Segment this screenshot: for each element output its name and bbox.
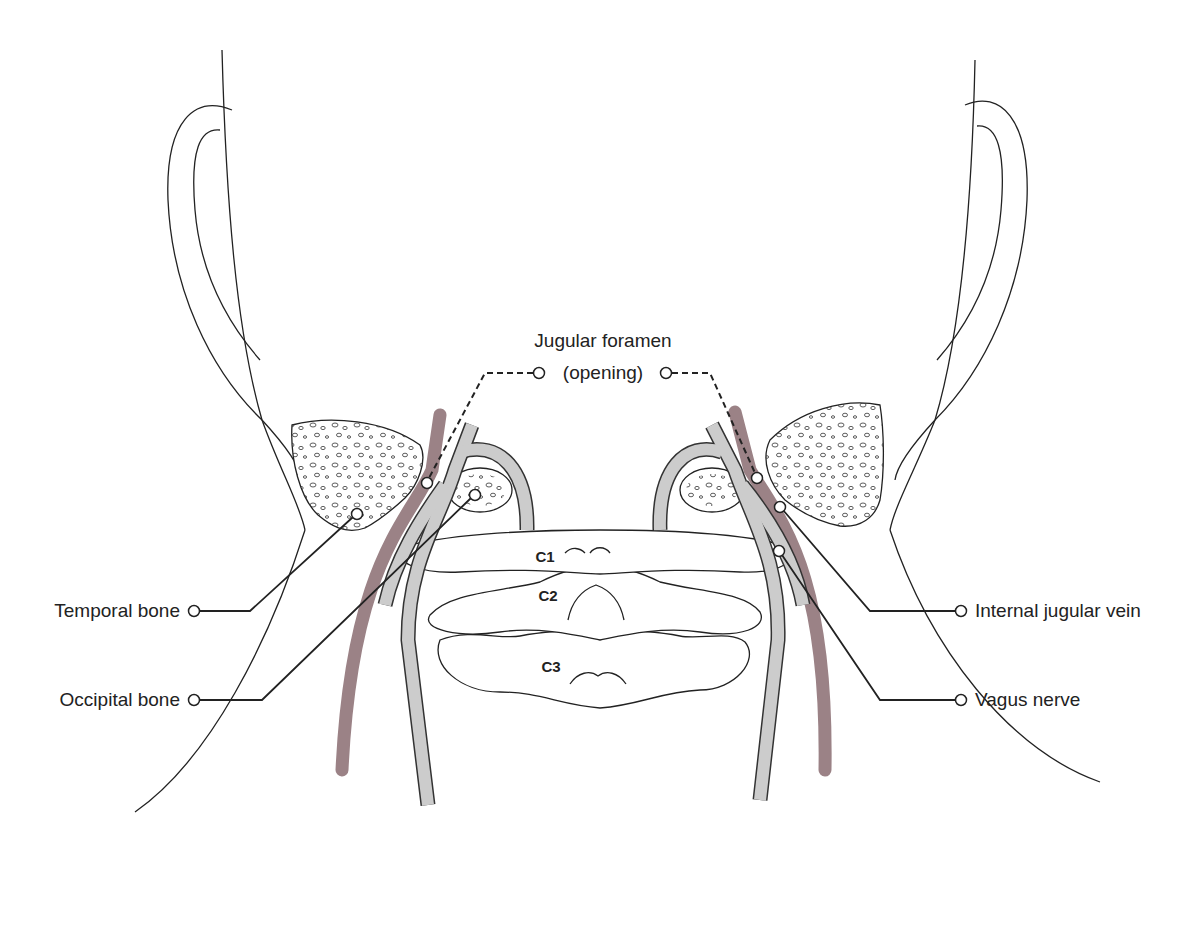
structure-label: Occipital bone (60, 688, 180, 712)
dashed-leader (429, 373, 755, 478)
vagus-nerve-fill (385, 425, 803, 805)
leader-lines (200, 498, 955, 700)
structure-label: Temporal bone (54, 599, 180, 623)
vertebra-label: C2 (538, 584, 557, 608)
vertebrae (399, 530, 793, 708)
leader-dots (189, 368, 967, 706)
vertebra-label: C3 (541, 655, 560, 679)
structure-label: Internal jugular vein (975, 599, 1141, 623)
structure-label: Vagus nerve (975, 688, 1080, 712)
structure-label: Jugular foramen (opening) (528, 325, 678, 389)
vertebra-label: C1 (535, 545, 554, 569)
temporal-bone (292, 403, 884, 530)
vagus-nerve (385, 425, 803, 805)
head-outline (135, 50, 1100, 812)
occipital-bone (448, 468, 744, 512)
